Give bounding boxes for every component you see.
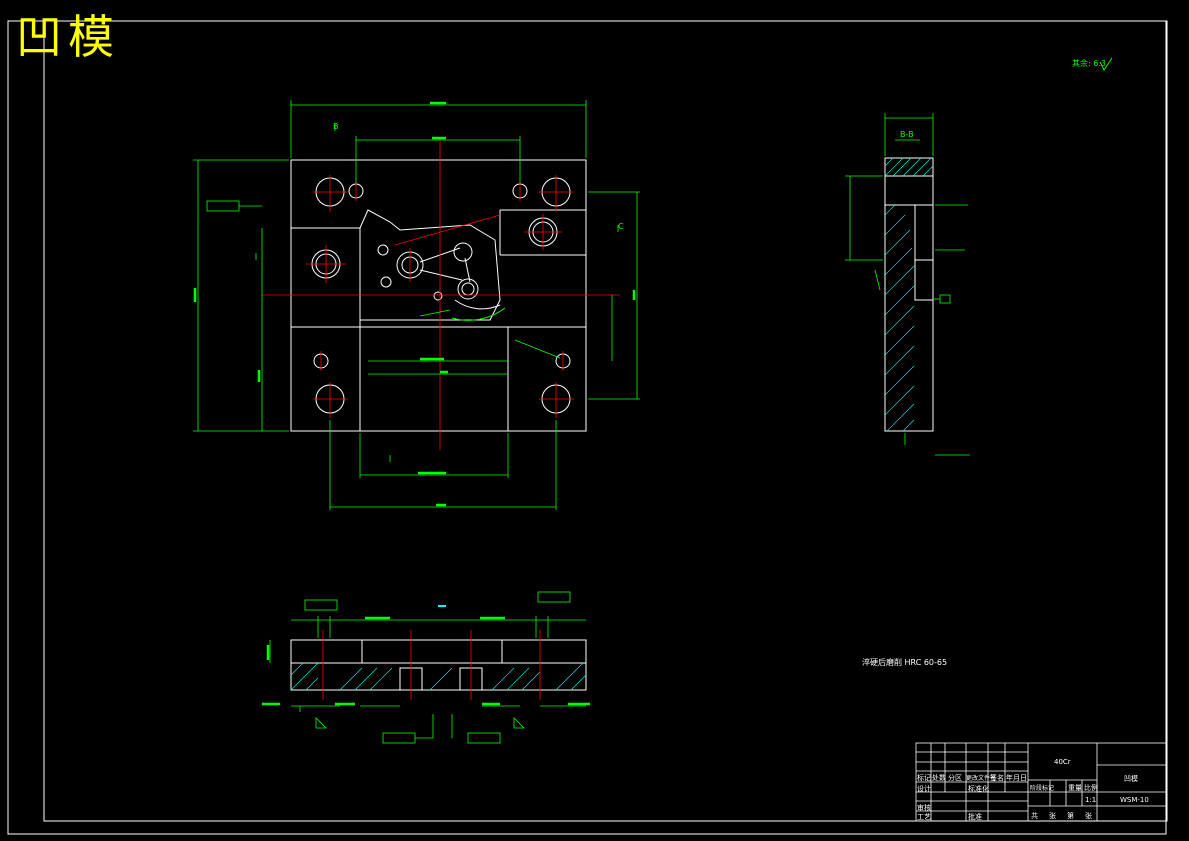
inner-frame [43,20,1168,822]
material-cell: 40Cr [1054,758,1071,766]
row-label-count: 处数 [932,774,946,782]
title-block-grid [915,742,1168,822]
section-label-b: B [333,122,339,131]
review-label: 审核 [917,804,931,812]
scale-cell: 1:1 [1085,796,1097,804]
sheet-footer-sheet2: 张 [1085,812,1092,820]
roughness-note: 其余: 6.3 [1072,59,1106,68]
drawing-number-cell: WSM-10 [1120,796,1149,804]
sheet-footer-sheet1: 张 [1049,812,1056,820]
side-view [845,113,970,456]
sheet-footer-total: 共 [1031,812,1038,820]
plan-view [193,100,640,510]
row-label-date: 年月日 [1006,774,1027,782]
process-label: 工艺 [917,813,931,821]
designer-label: 设计 [917,785,931,793]
section-view [262,591,590,744]
roughness-symbol-icon [1099,57,1113,71]
approve-label: 批准 [968,813,982,821]
drawing-title: 凹模 [16,10,120,64]
row-label-zone: 分区 [948,774,962,782]
section-label-b-b: B-B [900,130,914,139]
standard-label: 标准化 [968,785,989,793]
row-label-change: 更改文件号 [966,775,997,782]
heat-treatment-note: 淬硬后磨削 HRC 60-65 [862,658,948,667]
scale-header: 比例 [1084,784,1098,792]
sheet-footer-no: 第 [1067,812,1074,820]
row-label-mark: 标记 [917,774,931,782]
row-label-sign: 签名 [990,774,1004,782]
part-name-cell: 凹模 [1124,775,1138,783]
stage-header: 阶段标记 [1030,785,1055,792]
outer-frame [7,20,1167,835]
section-label-c: C [618,222,624,231]
weight-header: 重量 [1068,784,1082,792]
